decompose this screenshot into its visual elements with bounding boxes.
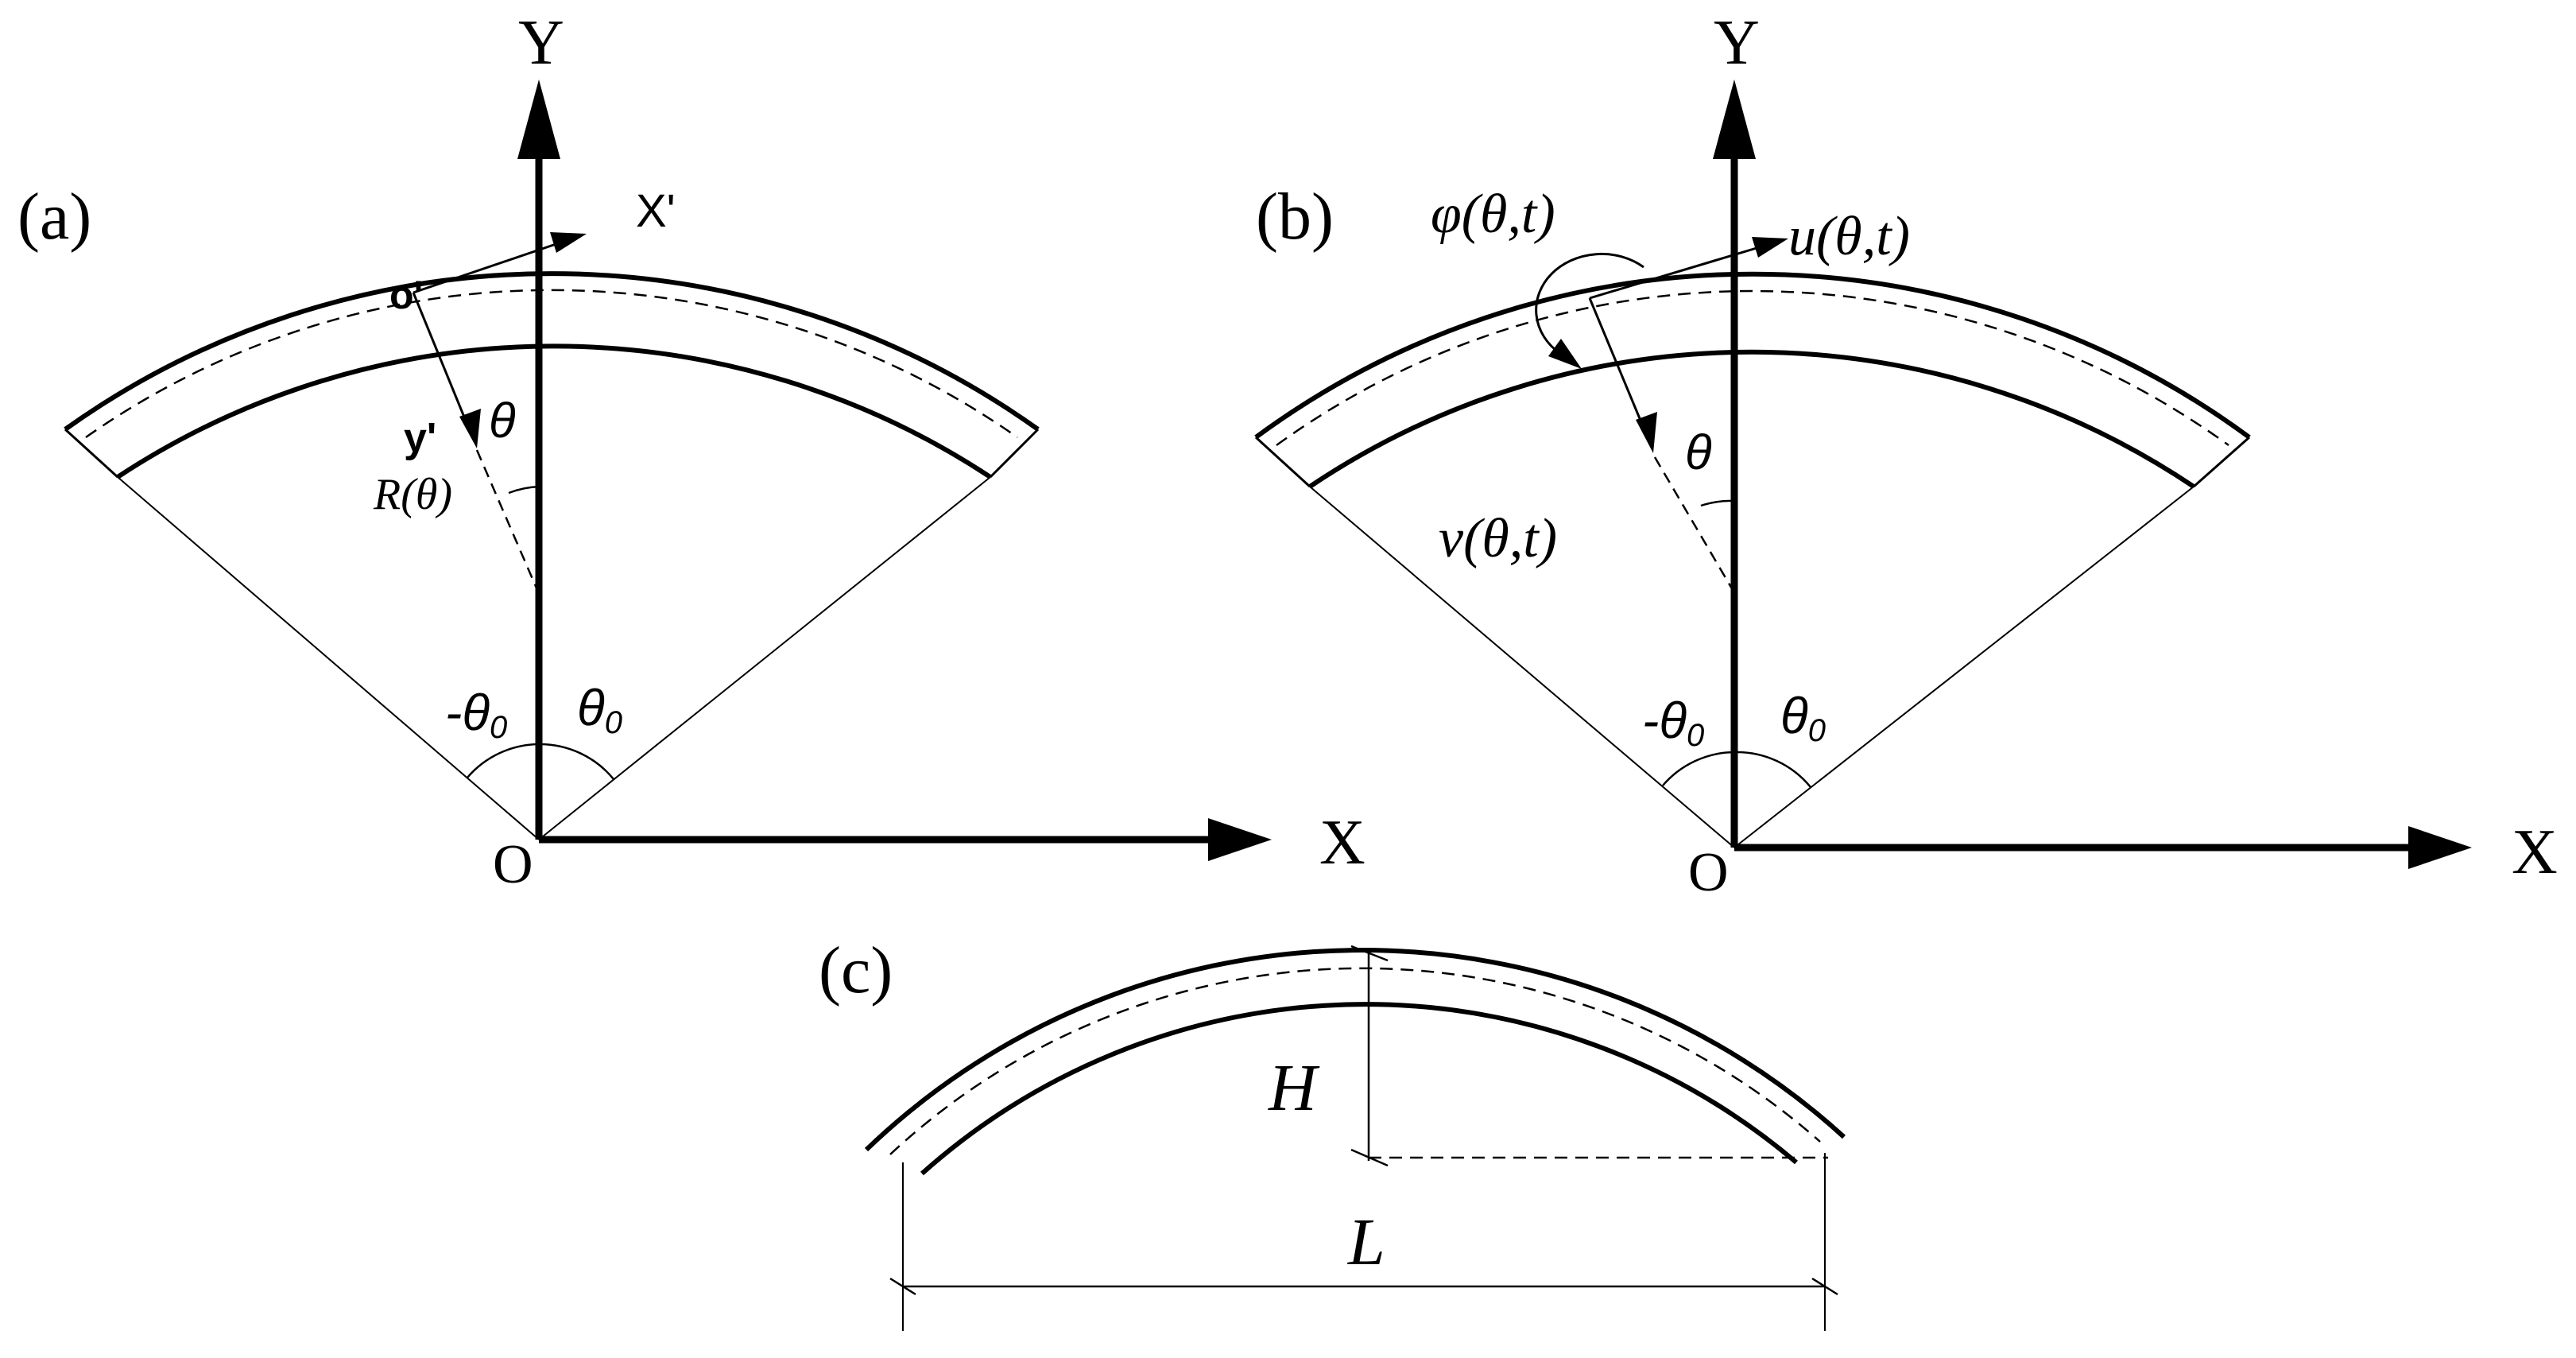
panel-a-radius-label: R(θ) (373, 470, 452, 519)
panel-a-local-x-axis (413, 237, 573, 294)
panel-a-radius-dashed (475, 449, 539, 591)
panel-a-y-arrowhead (517, 80, 560, 159)
panel-c-arch-inner (920, 1002, 1798, 1176)
panel-a-local-y-label: y' (404, 415, 436, 461)
panel-b-radial-line (1588, 297, 1648, 436)
panel-b: (b) Y X O u(θ,t) v(θ,t) θ φ(θ,t) (1254, 8, 2558, 903)
panel-b-tangential-arrowhead (1752, 237, 1788, 258)
panel-b-theta-label: θ (1685, 425, 1712, 480)
panel-a-arch-outer (64, 271, 1040, 432)
panel-a-theta0-label: θ0 (577, 679, 622, 740)
panel-a-theta-arc (508, 485, 540, 495)
panel-a-neg-theta0-label: -θ0 (445, 684, 507, 745)
panel-c-span-label: L (1347, 1205, 1385, 1279)
panel-a-arch-centerline (85, 289, 1018, 439)
panel-b-label: (b) (1256, 180, 1334, 254)
panel-b-radial-label: v(θ,t) (1439, 508, 1557, 569)
panel-b-arch-right-cap (2193, 436, 2250, 488)
panel-c-label: (c) (819, 933, 893, 1007)
panel-c-rise-label: H (1268, 1051, 1320, 1125)
panel-a-origin-label: O (493, 834, 533, 895)
panel-b-origin-label: O (1688, 842, 1729, 903)
panel-b-arch-left-cap (1254, 436, 1311, 488)
panel-a: (a) Y X O X' y' o' θ R(θ) (17, 8, 1365, 895)
panel-b-radius-dashed (1653, 456, 1734, 591)
panel-b-theta0-arc (1733, 751, 1811, 788)
panel-b-neg-theta0-arc (1662, 751, 1735, 786)
panel-a-x-axis-label: X (1319, 808, 1365, 878)
panel-b-rotation-arrowhead (1548, 339, 1582, 369)
panel-c-span-right-tick (1811, 1277, 1838, 1296)
panel-c-arch-outer (864, 947, 1846, 1152)
panel-b-arch-centerline (1276, 289, 2229, 447)
panel-b-theta-arc (1700, 499, 1735, 507)
panel-a-y-axis-label: Y (518, 8, 564, 78)
panel-a-label: (a) (17, 180, 91, 254)
panel-b-neg-theta0-label: -θ0 (1642, 692, 1704, 753)
panel-b-arch-inner (1308, 349, 2195, 489)
panel-b-rotation-arc (1535, 252, 1644, 355)
panel-b-y-axis-label: Y (1714, 8, 1760, 78)
panel-b-theta0-label: θ0 (1780, 687, 1826, 748)
panel-b-tangential-line (1589, 242, 1773, 300)
panel-a-neg-theta0-arc (467, 743, 540, 778)
panel-a-arch-right-cap (989, 428, 1040, 479)
panel-b-rotation-label: φ(θ,t) (1431, 184, 1555, 245)
panel-a-theta0-arc (538, 743, 614, 780)
panel-a-arch-inner (116, 343, 992, 479)
panel-c-arch-centerline (889, 967, 1821, 1155)
panel-a-theta-label: θ (489, 394, 516, 448)
panel-b-x-axis-label: X (2512, 817, 2558, 887)
panel-a-arch-left-cap (64, 428, 119, 479)
panel-b-tangential-label: u(θ,t) (1788, 206, 1910, 267)
panel-a-local-x-arrowhead (550, 232, 587, 253)
panel-b-arch-outer (1254, 271, 2251, 440)
panel-c: (c) H L (819, 933, 1846, 1331)
panel-b-x-arrowhead (2408, 826, 2472, 869)
panel-b-y-arrowhead (1713, 80, 1756, 159)
panel-a-right-radius-line (538, 476, 991, 840)
panel-a-x-arrowhead (1208, 818, 1272, 861)
panel-a-local-x-label: X' (636, 185, 676, 237)
panel-a-local-y-arrowhead (459, 409, 481, 448)
panel-a-local-origin-label: o' (389, 273, 423, 317)
panel-a-local-y-axis (412, 292, 472, 433)
panel-c-rise-top-tick (1350, 945, 1389, 962)
panel-a-left-radius-line (117, 476, 540, 840)
panel-b-right-radius-line (1733, 486, 2194, 848)
panel-b-radial-arrowhead (1636, 412, 1657, 453)
panel-b-left-radius-line (1309, 486, 1735, 848)
panel-c-span-left-tick (889, 1277, 916, 1296)
